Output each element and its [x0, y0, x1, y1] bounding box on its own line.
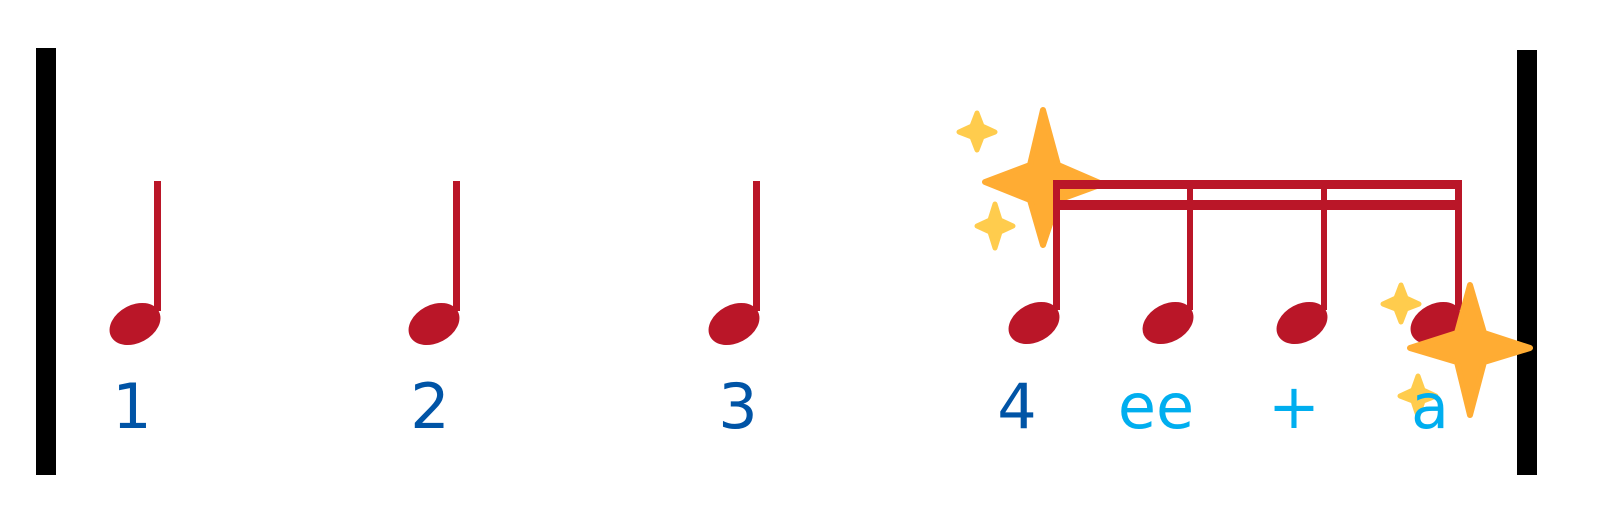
count-label-3: 3	[718, 370, 758, 443]
sparkle-icon	[956, 107, 1105, 251]
count-label-and: +	[1268, 370, 1320, 443]
barline-right	[1517, 50, 1537, 475]
count-label-1: 1	[112, 370, 152, 443]
quarter-note-icon	[408, 181, 460, 346]
sparkle-icon	[1380, 282, 1533, 419]
sixteenth-note-group-icon	[1008, 180, 1462, 345]
count-label-a: a	[1411, 370, 1449, 443]
barline-left	[36, 48, 56, 475]
count-label-ee: ee	[1117, 370, 1195, 443]
quarter-note-icon	[109, 181, 161, 346]
count-label-2: 2	[410, 370, 450, 443]
quarter-note-icon	[708, 181, 760, 346]
count-label-4: 4	[997, 370, 1037, 443]
